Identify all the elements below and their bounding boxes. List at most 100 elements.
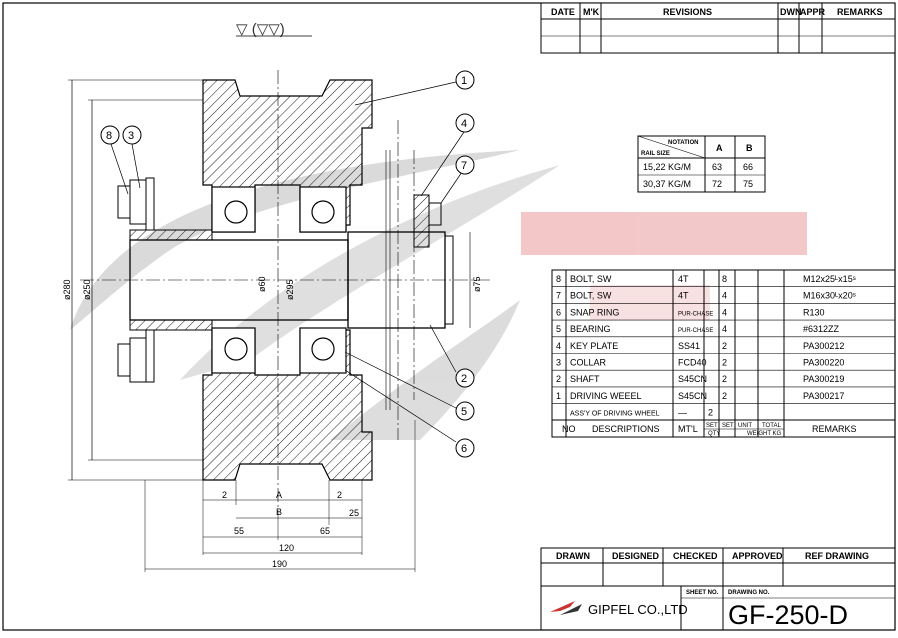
key-plate <box>413 194 430 248</box>
parts-cell-mat: 4T <box>678 291 689 301</box>
parts-cell-desc: DRIVING WEEEL <box>570 391 642 401</box>
bearing-top-right <box>299 186 347 233</box>
dim-120: 120 <box>279 543 294 553</box>
parts-header-no: NO <box>562 424 576 434</box>
balloon-8: 8 <box>100 125 120 145</box>
tb-drawn: DRAWN <box>556 551 590 561</box>
parts-row: 6 SNAP RING PUR-CHASE 4 R130 <box>552 303 895 317</box>
parts-row: ASS'Y OF DRIVING WHEEL—2 <box>552 403 895 418</box>
balloon-4: 4 <box>455 113 475 133</box>
parts-cell-remarks: #6312ZZ <box>803 324 840 334</box>
parts-cell-no: 7 <box>556 291 561 301</box>
dim-2-right: 2 <box>337 490 342 500</box>
parts-cell-mat: PUR-CHASE <box>678 328 713 334</box>
tb-designed: DESIGNED <box>612 551 660 561</box>
svg-text:2: 2 <box>461 373 467 385</box>
parts-cell-desc: SNAP RING <box>570 307 619 317</box>
dim-2-left: 2 <box>222 490 227 500</box>
dim-65: 65 <box>320 526 330 536</box>
end-plate-left <box>117 177 155 383</box>
dim-75: ø75 <box>472 276 482 292</box>
parts-cell-qty: 2 <box>722 374 727 384</box>
notation-corner-bottom: RAIL SIZE <box>641 151 670 157</box>
rev-col-revisions: REVISIONS <box>663 7 712 17</box>
parts-cell-no: 1 <box>556 391 561 401</box>
rev-col-remarks: REMARKS <box>837 7 883 17</box>
parts-cell-qty: 2 <box>722 341 727 351</box>
parts-cell-qty: 2 <box>722 391 727 401</box>
dim-295: ø295 <box>285 279 295 300</box>
notation-b-2: 75 <box>743 179 753 189</box>
parts-cell-mat: S45CN <box>678 374 707 384</box>
notation-rail-2: 30,37 KG/M <box>643 179 691 189</box>
parts-cell-remarks: PA300217 <box>803 391 844 401</box>
parts-header-desc: DESCRIPTIONS <box>592 424 660 434</box>
notation-col-a: A <box>716 143 723 153</box>
balloon-1: 1 <box>455 70 475 90</box>
svg-text:8: 8 <box>106 130 112 142</box>
surface-finish-symbol: ▽ (▽▽) <box>236 21 285 38</box>
notation-rail-1: 15,22 KG/M <box>643 162 691 172</box>
bearing-top-left <box>211 186 256 233</box>
rev-col-date: DATE <box>551 7 575 17</box>
drawing-number: GF-250-D <box>728 600 848 630</box>
dim-55: 55 <box>234 526 244 536</box>
dim-25: 25 <box>349 508 359 518</box>
balloon-6: 6 <box>455 438 475 458</box>
title-block: DRAWN DESIGNED CHECKED APPROVED REF DRAW… <box>540 547 896 631</box>
parts-header-weight: WEIGHT KG <box>747 431 782 437</box>
parts-cell-desc: SHAFT <box>570 374 600 384</box>
parts-row: 3 COLLAR FCD40 2 PA300220 <box>552 353 895 368</box>
parts-cell-no: 6 <box>556 307 561 317</box>
svg-text:1: 1 <box>461 75 467 87</box>
tb-approved: APPROVED <box>732 551 783 561</box>
rev-col-mark: M'K <box>583 7 600 17</box>
leader-lines <box>110 81 465 443</box>
revisions-table: DATE M'K REVISIONS DWN APPR REMARKS <box>540 2 896 54</box>
parts-cell-set: 2 <box>708 408 713 418</box>
svg-text:7: 7 <box>461 160 467 172</box>
parts-cell-desc: BOLT, SW <box>570 274 612 284</box>
parts-cell-remarks: R130 <box>803 307 825 317</box>
parts-cell-no: 4 <box>556 341 561 351</box>
shaft <box>129 231 454 329</box>
parts-cell-no: 3 <box>556 358 561 368</box>
balloons: 1 2 3 4 5 6 7 8 <box>100 70 475 458</box>
parts-cell-qty: 2 <box>722 358 727 368</box>
parts-cell-qty: 8 <box>722 274 727 284</box>
parts-cell-qty: 4 <box>722 307 727 317</box>
parts-cell-mat: FCD40 <box>678 358 707 368</box>
balloon-7: 7 <box>455 155 475 175</box>
dim-60: ø60 <box>257 276 267 292</box>
dim-b: B <box>276 507 282 517</box>
parts-header-mat: MT'L <box>678 424 698 434</box>
parts-cell-remarks: M12x25ᴸx15ˢ <box>803 274 856 284</box>
parts-header-qty-set: SET <box>722 423 734 429</box>
parts-cell-mat: PUR-CHASE <box>678 311 713 317</box>
parts-cell-remarks: M16x30ᴸx20ˢ <box>803 291 856 301</box>
parts-cell-desc: COLLAR <box>570 358 607 368</box>
balloon-3: 3 <box>122 125 142 145</box>
notation-table: NOTATION RAIL SIZE A B 15,22 KG/M 63 66 … <box>637 135 766 193</box>
parts-cell-mat: — <box>678 408 687 418</box>
parts-header-total: TOTAL <box>762 423 781 429</box>
parts-cell-desc: KEY PLATE <box>570 341 618 351</box>
parts-cell-no: 5 <box>556 324 561 334</box>
dim-190: 190 <box>272 559 287 569</box>
balloon-5: 5 <box>455 401 475 421</box>
tb-drawing-no-label: DRAWING NO. <box>728 590 770 596</box>
parts-cell-qty: 4 <box>722 324 727 334</box>
parts-cell-remarks: PA300220 <box>803 358 844 368</box>
dim-a: A <box>276 490 282 500</box>
parts-cell-remarks: PA300219 <box>803 374 844 384</box>
parts-cell-remarks: PA300212 <box>803 341 844 351</box>
notation-col-b: B <box>746 143 753 153</box>
notation-b-1: 66 <box>743 162 753 172</box>
